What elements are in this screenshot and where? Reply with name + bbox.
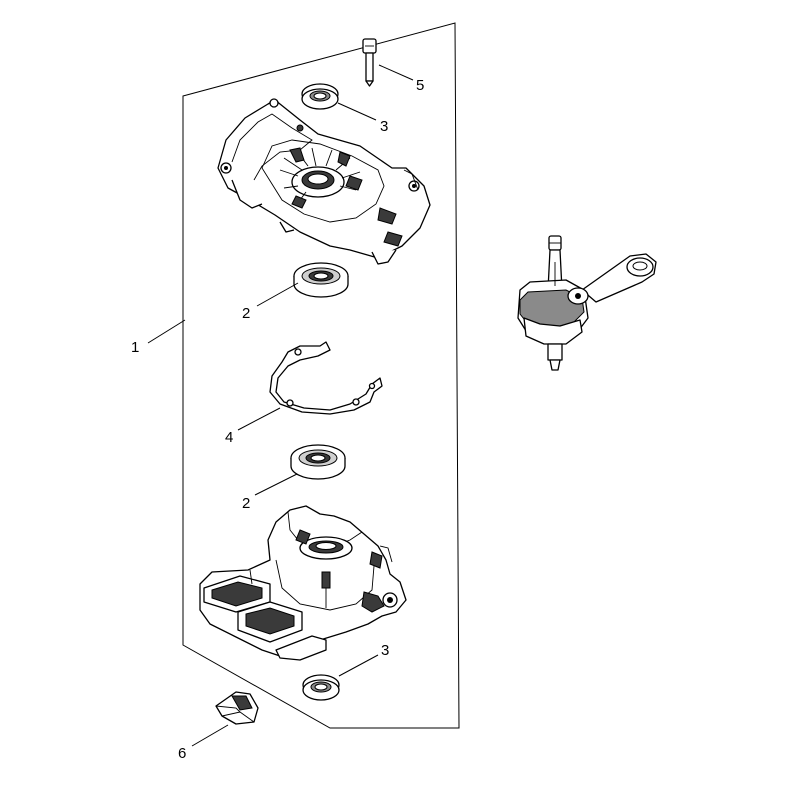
callout-4: 4 <box>225 429 233 446</box>
leader-line-1 <box>147 319 186 344</box>
clip-part <box>215 691 259 725</box>
leader-line-2-upper <box>256 282 299 307</box>
leader-line-3-lower <box>338 654 379 677</box>
callout-2-upper: 2 <box>242 305 250 322</box>
crankshaft-part <box>517 235 657 371</box>
leader-line-6 <box>191 724 229 747</box>
callout-2-lower: 2 <box>242 495 250 512</box>
gasket-part <box>269 341 383 415</box>
ball-bearing-lower-part <box>290 444 346 480</box>
oil-seal-lower-part <box>302 674 340 701</box>
leader-line-5 <box>378 64 414 81</box>
callout-3-lower: 3 <box>381 642 389 659</box>
crankcase-lower-half-part <box>199 505 407 661</box>
callout-1: 1 <box>131 339 139 356</box>
bolt-part <box>362 38 377 87</box>
leader-line-2-lower <box>254 473 298 496</box>
oil-seal-upper-part <box>301 83 339 110</box>
crankcase-upper-half-part <box>217 98 431 265</box>
leader-line-3-upper <box>337 102 377 121</box>
assembly-group-outline <box>182 22 460 729</box>
callout-6: 6 <box>178 745 186 762</box>
callout-5: 5 <box>416 77 424 94</box>
leader-line-4 <box>237 407 281 431</box>
callout-3-upper: 3 <box>380 118 388 135</box>
ball-bearing-upper-part <box>293 262 349 298</box>
